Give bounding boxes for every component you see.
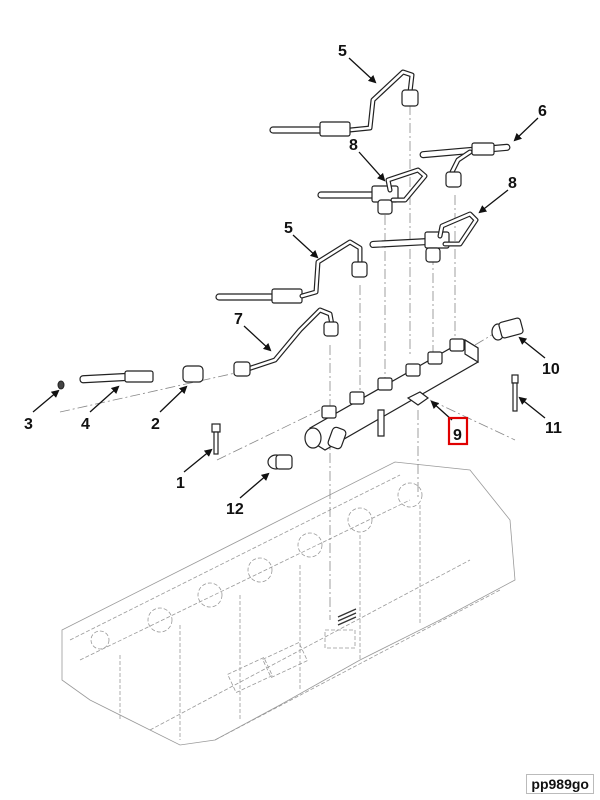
rail-stud <box>377 409 385 437</box>
leader-12 <box>518 396 546 419</box>
callout-7: 7 <box>234 311 243 328</box>
callout-labels: 5 6 8 8 5 7 3 4 2 1 12 10 11 9 <box>24 43 562 518</box>
fuel-line-8-lower <box>369 211 479 263</box>
callout-6: 6 <box>538 103 547 120</box>
leader-8-upper <box>358 151 386 182</box>
callout-11: 12 <box>226 501 244 518</box>
leader-3 <box>32 389 60 413</box>
part-3-o-ring <box>57 380 65 390</box>
callout-2: 2 <box>151 416 160 433</box>
leader-6 <box>513 117 539 142</box>
callout-8-upper: 8 <box>349 137 358 154</box>
part-2-retainer-nut <box>182 365 204 383</box>
callout-10: 10 <box>542 361 560 378</box>
cylinder-head <box>61 461 516 746</box>
fuel-line-6 <box>419 142 511 188</box>
fuel-line-5-top <box>269 69 419 137</box>
leader-2 <box>159 385 188 413</box>
leader-5-top <box>348 57 377 84</box>
leader-5-lower <box>292 234 319 259</box>
part-11-plug <box>267 454 293 470</box>
part-4-fuel-connector <box>79 370 154 384</box>
fuel-line-8-upper <box>317 167 428 215</box>
leader-1 <box>183 448 213 473</box>
part-12-stud <box>511 374 519 412</box>
callout-9-highlight <box>447 416 469 446</box>
callout-5-top: 5 <box>338 43 347 60</box>
callout-12: 11 <box>545 420 562 437</box>
callout-9: 9 <box>453 427 462 444</box>
callout-4: 4 <box>81 416 90 433</box>
figure-id-label: pp989go <box>526 774 594 794</box>
part-1-capscrew <box>211 423 221 455</box>
leader-8-lower <box>478 189 509 214</box>
valve-ports <box>90 482 423 650</box>
callout-5-lower: 5 <box>284 220 293 237</box>
leader-4 <box>89 385 120 413</box>
leader-lines <box>32 57 546 499</box>
head-connector-block <box>227 608 357 694</box>
part-10-pressure-sensor <box>491 317 524 341</box>
fuel-line-7 <box>233 307 339 377</box>
rail-outlet-ports <box>321 338 465 419</box>
leader-7 <box>243 325 272 352</box>
callout-1: 1 <box>176 475 185 492</box>
leader-11 <box>239 472 270 499</box>
rail-mount-bracket <box>406 391 430 406</box>
rail-inlet-tee <box>304 426 347 450</box>
fuel-line-5-lower <box>215 239 368 304</box>
callout-8-lower: 8 <box>508 175 517 192</box>
leader-10 <box>518 336 546 359</box>
fuel-rail <box>304 338 479 451</box>
callout-3: 3 <box>24 416 33 433</box>
